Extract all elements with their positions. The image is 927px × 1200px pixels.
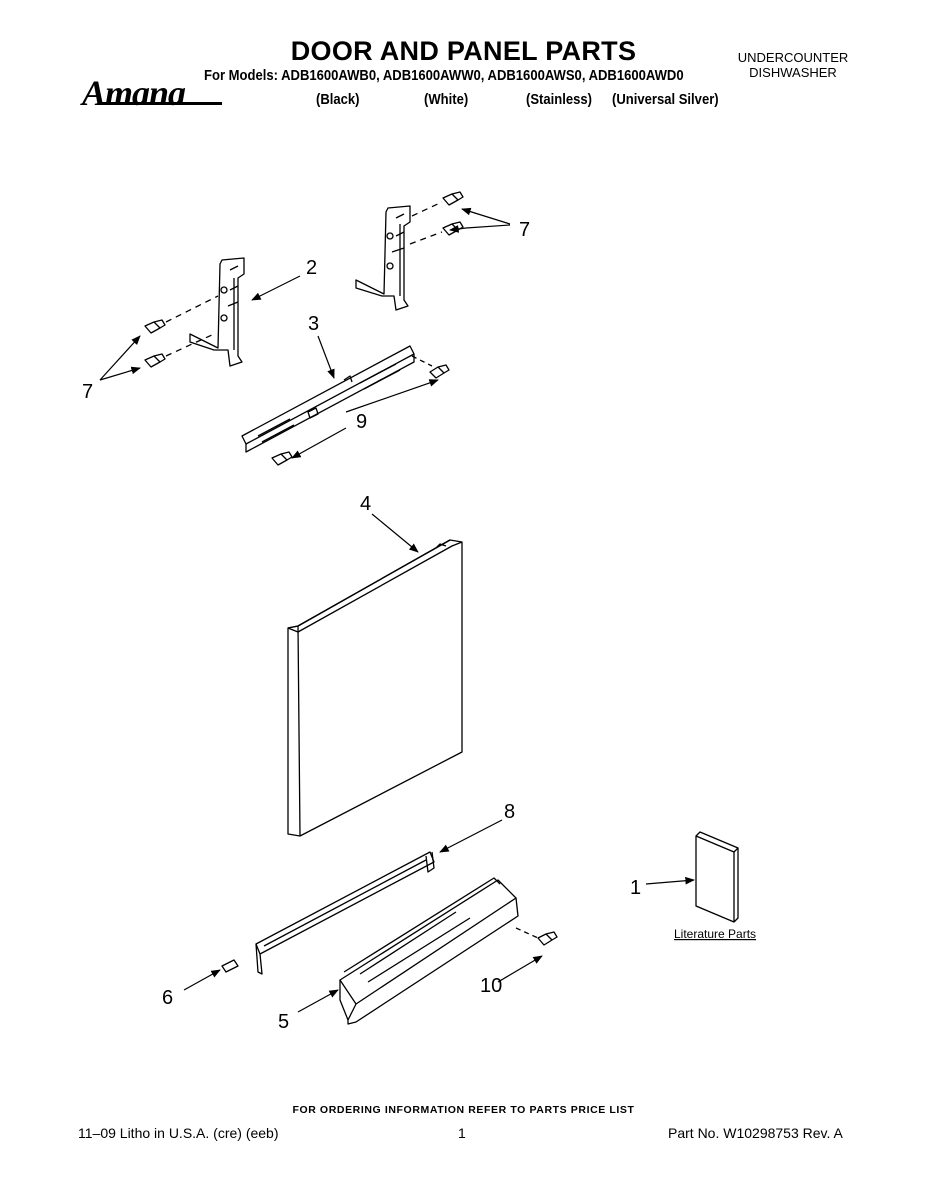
screw-rail-left (271, 451, 293, 466)
screw-toe-panel (537, 931, 558, 946)
screw-axis-left (165, 295, 219, 357)
callout-3: 3 (308, 313, 319, 335)
litho-info: 11–09 Litho in U.S.A. (cre) (eeb) (78, 1125, 279, 1141)
ordering-info: FOR ORDERING INFORMATION REFER TO PARTS … (292, 1104, 635, 1116)
mounting-rail (241, 345, 415, 453)
hinge-bracket-left (189, 257, 245, 367)
callout-10: 10 (480, 975, 502, 997)
callout-1: 1 (630, 877, 641, 899)
variant-universal-silver: (Universal Silver) (612, 92, 719, 108)
arrow-7-left-a (99, 335, 141, 381)
arrow-10 (497, 955, 543, 983)
screw-axis-right (409, 201, 443, 245)
part-number: Part No. W10298753 Rev. A (668, 1125, 843, 1141)
appliance-type-line1: UNDERCOUNTER (737, 50, 849, 65)
clip (221, 959, 239, 973)
door-panel (287, 539, 463, 837)
callout-6: 6 (162, 987, 173, 1009)
screw-hinge-left-upper (144, 319, 166, 334)
callout-2: 2 (306, 257, 317, 279)
page-number: 1 (458, 1125, 466, 1141)
arrow-1 (645, 876, 695, 885)
callout-8: 8 (504, 801, 515, 823)
variant-black: (Black) (316, 92, 360, 108)
arrow-9-left (291, 427, 347, 459)
brand-logo-underline (102, 102, 222, 105)
screw-rail-right (429, 364, 450, 379)
appliance-type-line2: DISHWASHER (749, 65, 837, 80)
brand-logo-text: Amana (82, 73, 186, 113)
arrow-4 (371, 513, 419, 553)
toe-panel (339, 877, 519, 1025)
arrow-6 (183, 969, 221, 991)
arrow-9-right (345, 379, 439, 413)
models-line: For Models: ADB1600AWB0, ADB1600AWW0, AD… (204, 68, 684, 84)
arrow-8 (439, 819, 503, 853)
screw-axis-toe (515, 927, 539, 939)
variant-white: (White) (424, 92, 469, 108)
callout-7-left: 7 (82, 381, 93, 403)
appliance-type: UNDERCOUNTER DISHWASHER (718, 50, 868, 80)
arrow-7-left-b (99, 366, 141, 381)
variant-stainless: (Stainless) (526, 92, 593, 108)
arrow-5 (297, 989, 339, 1013)
literature-parts (695, 831, 739, 923)
screw-hinge-left-lower (144, 353, 166, 368)
callout-4: 4 (360, 493, 371, 515)
callout-9: 9 (356, 411, 367, 433)
screw-axis-rail (411, 355, 433, 367)
literature-parts-label: Literature Parts (674, 927, 756, 941)
brand-logo: Amana (82, 72, 222, 114)
arrow-2 (251, 275, 301, 301)
door-strip (255, 851, 435, 975)
arrow-3 (317, 335, 335, 379)
hinge-bracket-right (355, 205, 411, 311)
callout-7-top: 7 (519, 219, 530, 241)
callout-5: 5 (278, 1011, 289, 1033)
page-title: DOOR AND PANEL PARTS (290, 36, 637, 66)
screw-hinge-right-upper (442, 191, 464, 206)
arrow-7-top-a (461, 207, 511, 225)
arrow-7-top-b-head (449, 225, 467, 233)
arrow-7-top-b-line (465, 224, 511, 229)
